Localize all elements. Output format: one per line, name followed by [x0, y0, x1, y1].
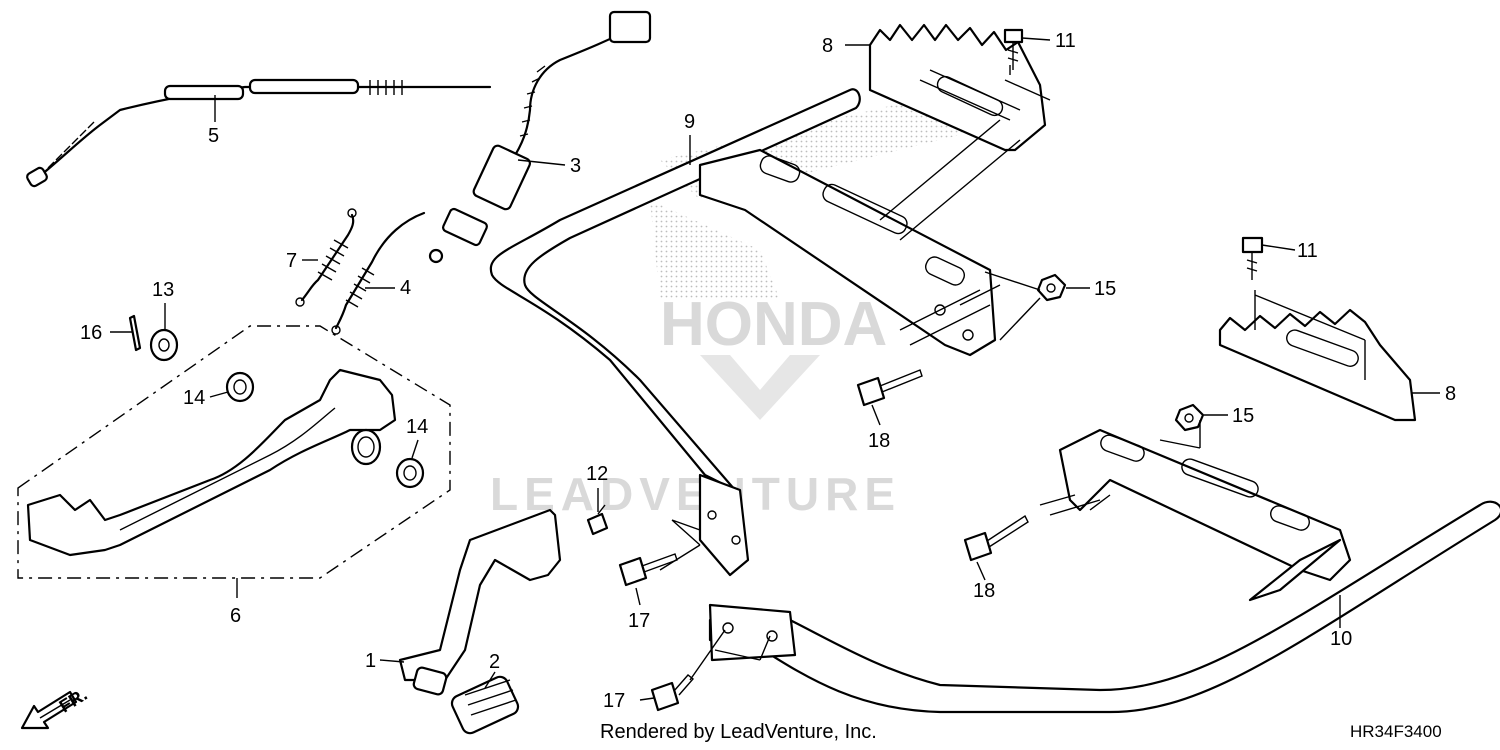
- callout-3: 3: [570, 155, 581, 177]
- part-12-bolt: [586, 504, 609, 536]
- callout-10: 10: [1330, 628, 1352, 650]
- part-11-bolt-right: [1241, 236, 1264, 280]
- callout-18a: 18: [868, 430, 890, 452]
- brand-watermark-text: HONDA: [660, 290, 887, 359]
- callout-15b: 15: [1232, 405, 1254, 427]
- part-6-pedal: [26, 368, 397, 557]
- part-17-bolt-lower: [650, 674, 695, 712]
- part-15-nut-upper: [1036, 273, 1067, 302]
- callout-13: 13: [152, 279, 174, 301]
- callout-5: 5: [208, 125, 219, 147]
- part-18-bolt-upper: [856, 369, 923, 407]
- part-2-pedal-pad: [450, 675, 520, 735]
- callout-8b: 8: [1445, 383, 1456, 405]
- rendered-by-credit: Rendered by LeadVenture, Inc.: [600, 721, 877, 743]
- part-11-bolt-upper: [1003, 28, 1024, 70]
- callout-labels: 5 3 7 4 13 16 14 14 6 8 11 9 11 15 15 8 …: [80, 30, 1456, 712]
- part-8-footpeg-right: [1218, 308, 1417, 422]
- callout-6: 6: [230, 605, 241, 627]
- part-13-washer: [149, 328, 179, 362]
- callout-17b: 17: [603, 690, 625, 712]
- vendor-watermark: LEADVENTURE: [490, 468, 901, 520]
- callout-16: 16: [80, 322, 102, 344]
- callout-17a: 17: [628, 610, 650, 632]
- part-8-footpeg-upper: [868, 23, 1047, 152]
- part-17-bolt-upper: [618, 553, 678, 587]
- part-4-spring: [331, 211, 426, 335]
- diagram-code: HR34F3400: [1350, 722, 1442, 741]
- callout-14a: 14: [183, 387, 205, 409]
- callout-11a: 11: [1055, 30, 1076, 52]
- callout-2: 2: [489, 651, 500, 673]
- callout-4: 4: [400, 277, 411, 299]
- part-10-frame-right: [708, 428, 1500, 714]
- part-3-switch: [428, 10, 652, 264]
- callout-15a: 15: [1094, 278, 1116, 300]
- part-14-bushing-b: [395, 457, 425, 489]
- part-1-pedal-arm: [398, 508, 562, 696]
- callout-1: 1: [365, 650, 376, 672]
- callout-12: 12: [586, 463, 608, 485]
- part-6-group-outline: [17, 325, 451, 579]
- callout-18b: 18: [973, 580, 995, 602]
- part-9-frame-left: [489, 88, 997, 577]
- front-direction-indicator: FR.: [20, 684, 91, 730]
- part-16-pin: [128, 314, 142, 352]
- callout-11b: 11: [1297, 240, 1318, 262]
- part-15-nut-right: [1174, 403, 1205, 432]
- callout-8a: 8: [822, 35, 833, 57]
- callout-9: 9: [684, 111, 695, 133]
- callout-7: 7: [286, 250, 297, 272]
- part-18-bolt-right: [963, 514, 1029, 562]
- leader-lines: [110, 37, 1440, 701]
- part-14-bushing-a: [225, 371, 255, 403]
- callout-14b: 14: [406, 416, 428, 438]
- part-7-spring: [295, 208, 357, 307]
- part-5-cable: [26, 78, 492, 188]
